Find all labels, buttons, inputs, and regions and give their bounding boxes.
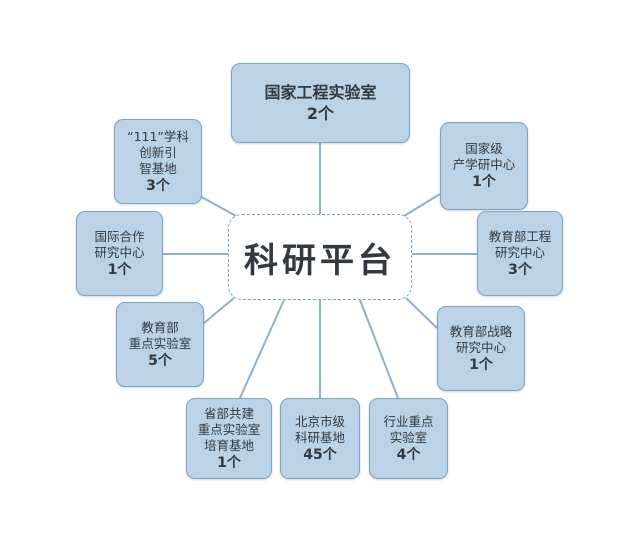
node-count: 4个: [396, 446, 421, 463]
node-count: 5个: [148, 352, 172, 369]
node-national-industry-research-center: 国家级 产学研中心 1个: [440, 122, 528, 210]
connector-moe-strategy-research-center: [405, 297, 438, 329]
node-count: 1个: [469, 356, 493, 373]
node-count: 1个: [472, 174, 496, 190]
node-label-line: 培育基地: [203, 437, 254, 453]
node-label-line: “111”学科: [127, 128, 189, 144]
node-moe-strategy-research-center: 教育部战略 研究中心 1个: [437, 306, 525, 391]
node-international-cooperation-center: 国际合作 研究中心 1个: [76, 211, 163, 296]
node-provincial-joint-lab-base: 省部共建 重点实验室 培育基地 1个: [186, 398, 272, 479]
node-label-line: 科研基地: [294, 429, 345, 445]
connector-industry-key-lab: [359, 299, 399, 399]
node-count: 1个: [217, 454, 241, 471]
connector-national-industry-research-center: [403, 193, 441, 217]
node-count: 3个: [508, 261, 532, 278]
node-moe-key-lab: 教育部 重点实验室 5个: [116, 302, 204, 387]
node-count: 3个: [146, 177, 170, 194]
node-label-line: 产学研中心: [452, 157, 516, 172]
connector-project-111-base: [197, 194, 237, 217]
node-moe-engineering-research-center: 教育部工程 研究中心 3个: [477, 211, 563, 296]
node-label-line: 国家工程实验室: [264, 83, 377, 102]
node-national-engineering-lab: 国家工程实验室 2个: [231, 63, 410, 143]
node-label-line: 研究中心: [455, 339, 506, 355]
connector-moe-key-lab: [197, 297, 235, 329]
node-label-line: 省部共建: [203, 405, 254, 421]
node-label-line: 教育部工程: [488, 228, 552, 244]
node-label-line: 北京市级: [294, 413, 345, 429]
node-count: 45个: [303, 446, 337, 463]
node-label-line: 教育部: [141, 319, 179, 335]
node-label-line: 国际合作: [94, 228, 145, 244]
node-label-line: 研究中心: [494, 244, 545, 260]
node-label-line: 教育部战略: [449, 323, 513, 339]
node-label-line: 实验室: [389, 429, 428, 445]
center-label: 科研平台: [244, 240, 396, 281]
node-label-line: 创新引: [139, 144, 177, 160]
node-label-line: 研究中心: [94, 244, 145, 260]
node-industry-key-lab: 行业重点 实验室 4个: [369, 398, 448, 479]
node-label-line: 行业重点: [383, 413, 434, 429]
node-count: 2个: [306, 104, 335, 123]
node-project-111-base: “111”学科 创新引 智基地 3个: [114, 119, 202, 204]
node-label-line: 国家级: [465, 141, 503, 156]
node-label-line: 重点实验室: [197, 421, 261, 437]
node-label-line: 智基地: [139, 160, 177, 176]
node-label-line: 重点实验室: [128, 335, 192, 351]
node-count: 1个: [107, 261, 132, 278]
connector-provincial-joint-lab-base: [239, 299, 285, 399]
center-node: 科研平台: [228, 214, 412, 300]
node-beijing-research-base: 北京市级 科研基地 45个: [280, 398, 360, 479]
